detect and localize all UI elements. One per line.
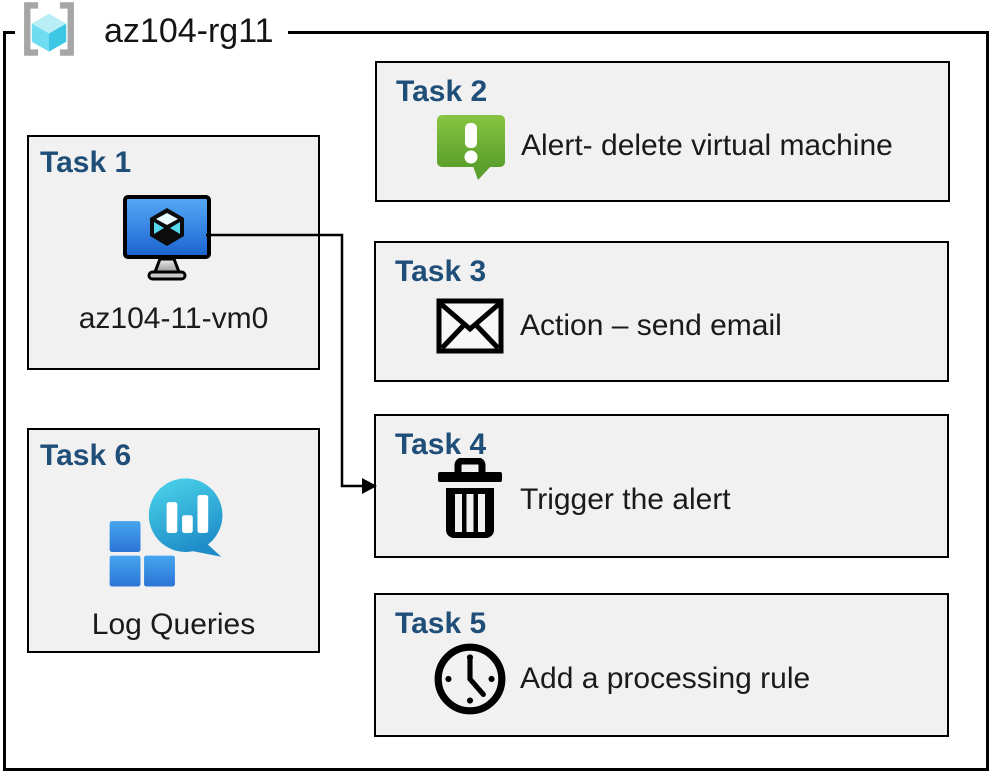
task-box-4: Task 4 Trigger the alert <box>374 414 949 558</box>
clock-icon <box>420 640 520 718</box>
resource-group-legend: az104-rg11 <box>15 1 288 62</box>
log-analytics-icon <box>107 476 231 595</box>
task-box-3: Task 3 Action – send email <box>374 241 949 382</box>
task-box-1: Task 1 az104-11-vm0 <box>27 135 320 370</box>
task-4-title: Task 4 <box>395 428 487 461</box>
task-2-label: Alert- delete virtual machine <box>521 128 893 162</box>
email-envelope-icon <box>420 298 520 354</box>
task-box-5: Task 5 Add a processing rule <box>374 593 949 737</box>
task-1-title: Task 1 <box>40 146 132 179</box>
task-2-title: Task 2 <box>396 75 488 108</box>
task-5-label: Add a processing rule <box>520 662 811 695</box>
resource-group-name: az104-rg11 <box>104 11 274 50</box>
alert-message-icon <box>421 110 521 182</box>
task-box-6: Task 6 Log Q <box>27 428 320 653</box>
task-4-label: Trigger the alert <box>520 483 731 516</box>
task-3-title: Task 3 <box>395 255 487 288</box>
task-box-2: Task 2 Alert- delete virtual machine <box>375 61 950 202</box>
task-6-title: Task 6 <box>40 439 132 472</box>
resource-group-icon <box>20 1 78 62</box>
task-3-label: Action – send email <box>520 308 782 342</box>
task-6-label: Log Queries <box>91 608 256 641</box>
trash-delete-icon <box>420 458 520 542</box>
task-1-label: az104-11-vm0 <box>78 302 269 335</box>
task-5-title: Task 5 <box>395 607 487 640</box>
virtual-machine-icon <box>123 195 215 288</box>
